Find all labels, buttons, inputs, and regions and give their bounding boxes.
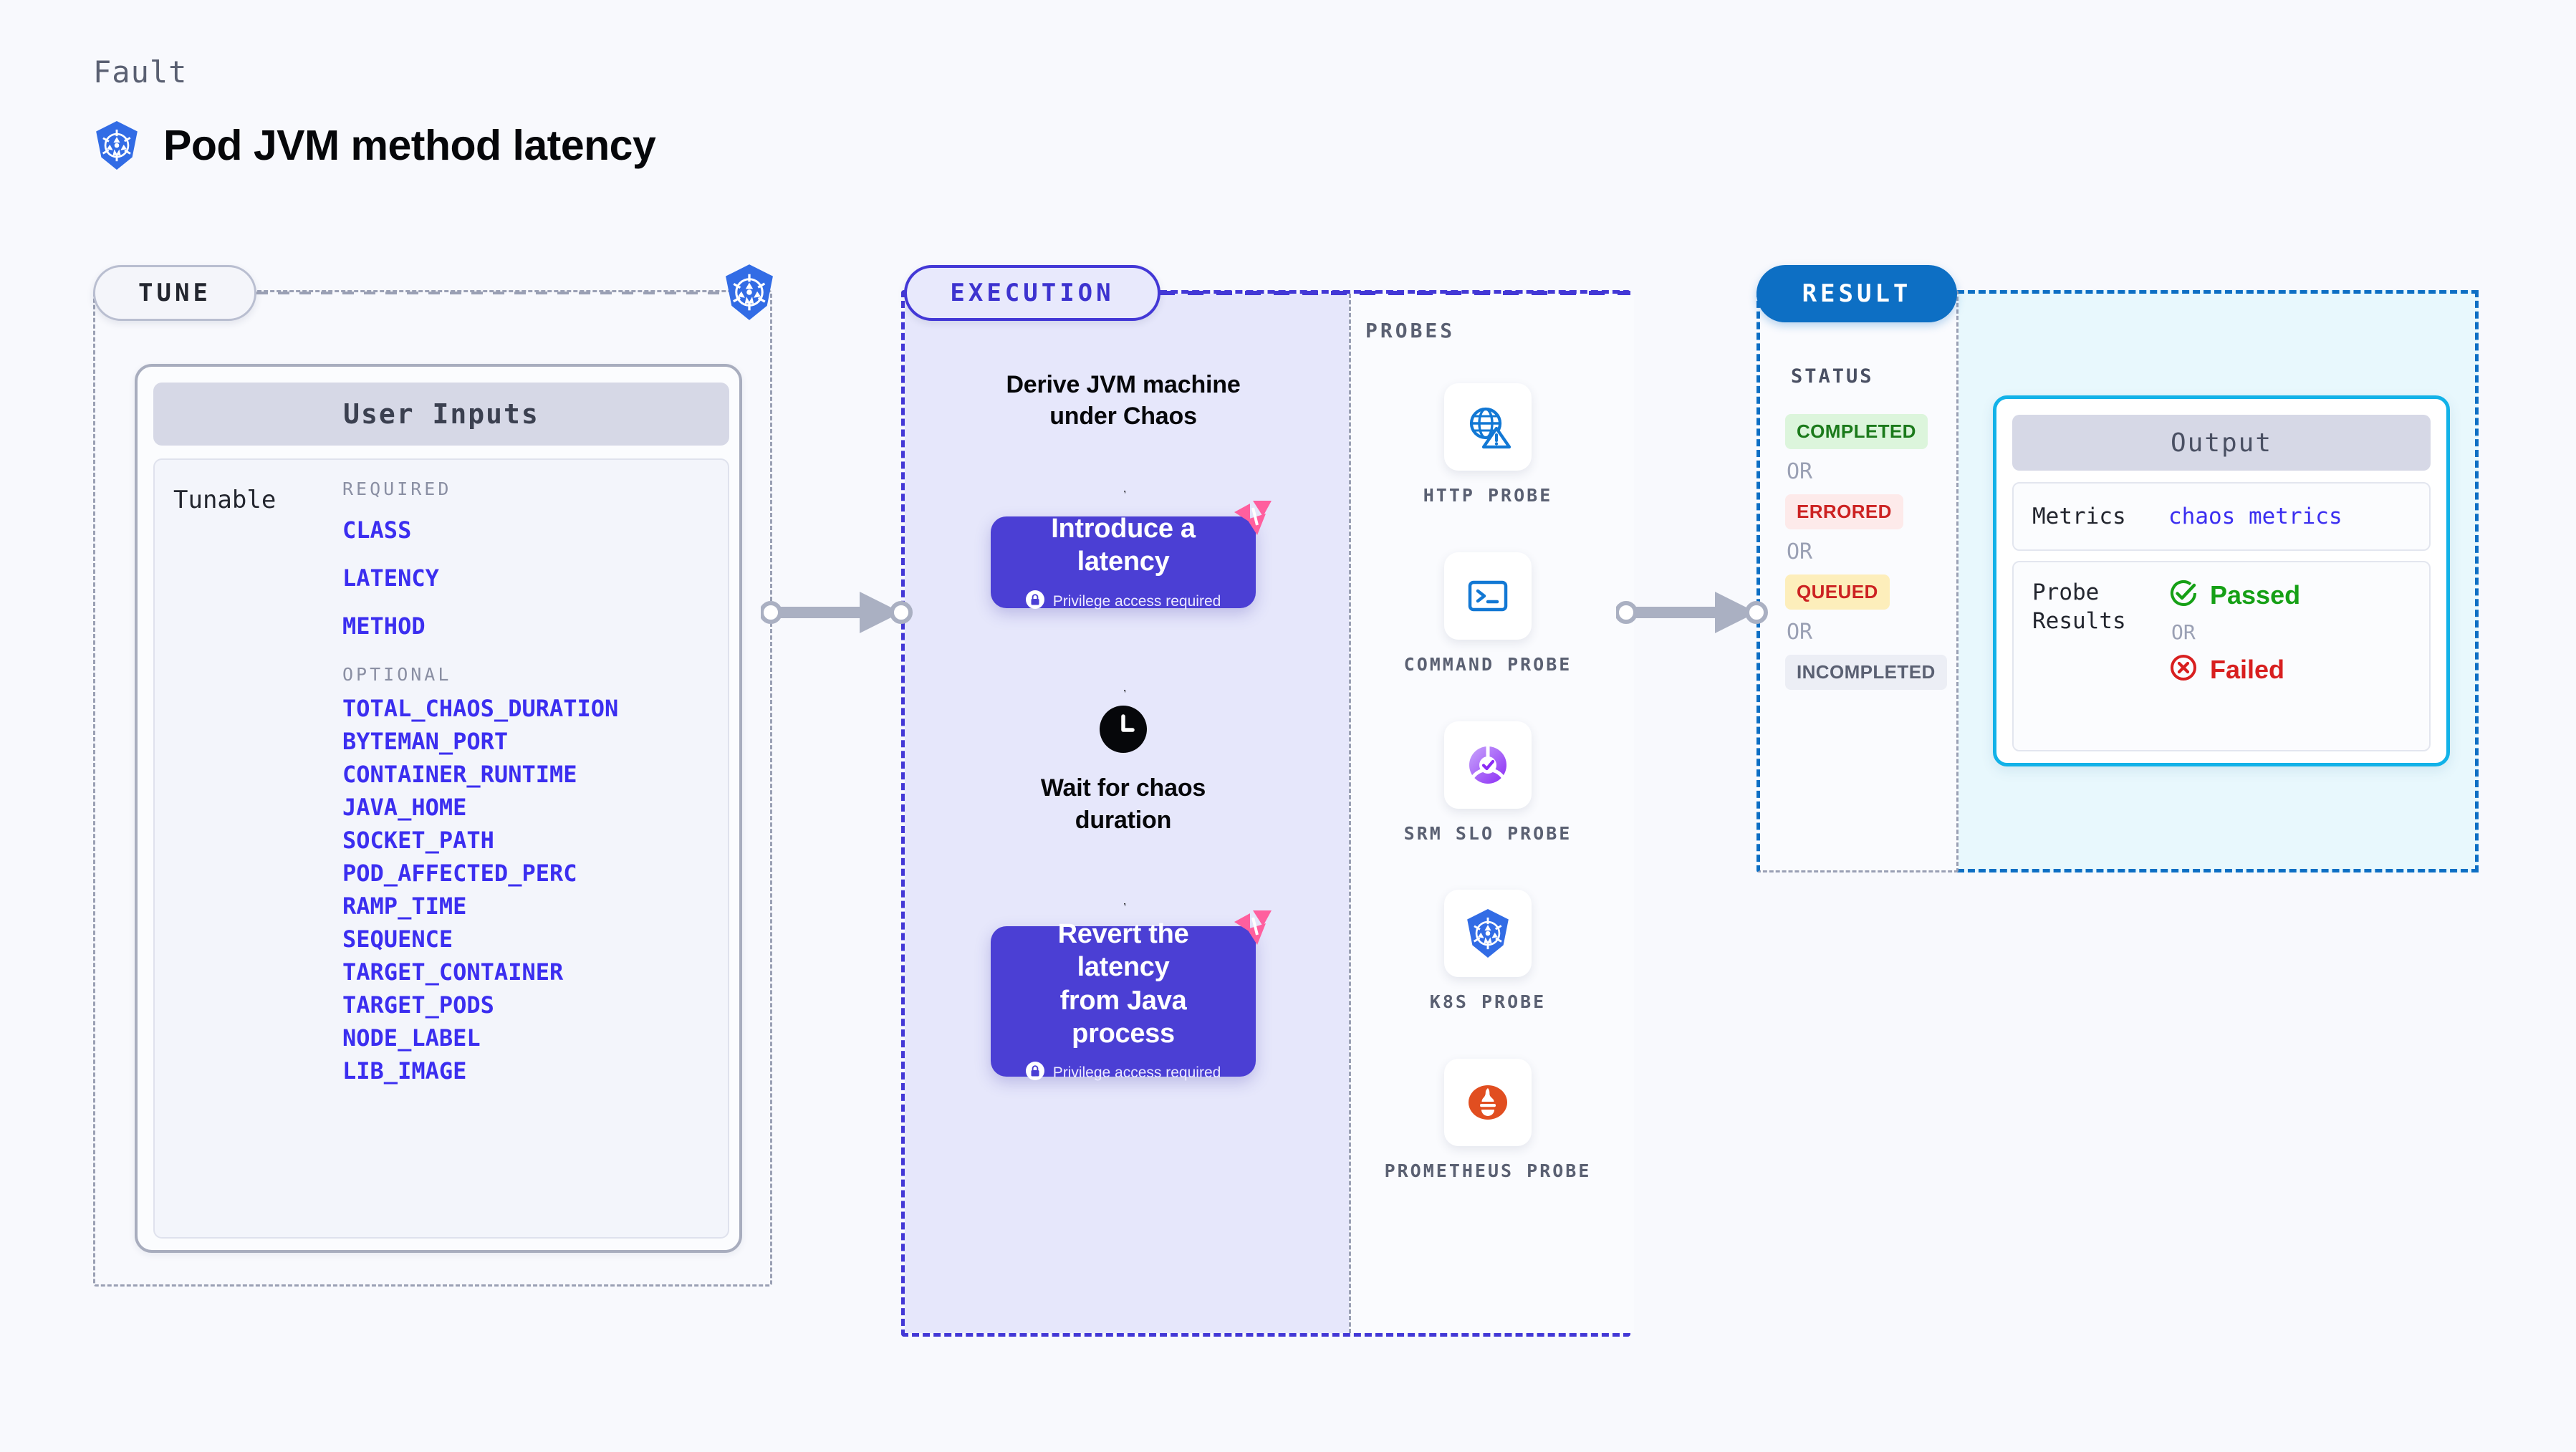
param-java-home[interactable]: JAVA_HOME [342,793,467,821]
probe-http[interactable]: HTTP PROBE [1423,383,1553,508]
probes-column: PROBES HTTP PROBE [1345,290,1630,1337]
param-ramp-time[interactable]: RAMP_TIME [342,893,467,920]
execution-flow: Derive JVM machine under Chaos Introduce… [901,290,1345,1337]
status-title: STATUS [1791,365,1874,388]
param-container-runtime[interactable]: CONTAINER_RUNTIME [342,760,577,788]
probe-result-values: Passed OR Failed [2168,578,2300,686]
revert-latency-privilege-text: Privilege access required [1052,1064,1221,1082]
clock-icon [1100,706,1147,756]
param-method[interactable]: METHOD [342,612,426,640]
globe-warning-icon [1443,383,1532,471]
user-inputs-body: Tunable REQUIRED CLASS LATENCY METHOD OP… [153,458,729,1239]
output-metrics-value[interactable]: chaos metrics [2168,504,2342,529]
result-pill[interactable]: RESULT [1756,265,1957,322]
status-badge-completed: COMPLETED [1785,414,1928,449]
tune-dashed-link [256,292,726,294]
param-pod-affected-perc[interactable]: POD_AFFECTED_PERC [342,859,577,887]
param-byteman-port[interactable]: BYTEMAN_PORT [342,727,509,755]
revert-latency-privilege: Privilege access required [1025,1062,1221,1085]
probe-k8s[interactable]: K8S PROBE [1430,890,1546,1014]
probe-result-passed: Passed [2168,578,2300,612]
tune-pill[interactable]: TUNE [93,265,256,321]
page-title: Pod JVM method latency [163,122,656,169]
x-circle-icon [2168,653,2198,686]
lock-icon [1025,1062,1044,1085]
tune-kubernetes-badge-icon [722,264,777,324]
tunable-label: Tunable [173,486,277,514]
optional-group-title: OPTIONAL [342,663,452,685]
param-total-chaos-duration[interactable]: TOTAL_CHAOS_DURATION [342,694,619,722]
arrow-wait-to-revert [1124,903,1125,907]
output-probe-key: Probe Results [2032,580,2126,635]
probes-list: HTTP PROBE COMMAND PROBE [1345,383,1630,1183]
output-metrics-key: Metrics [2032,503,2126,529]
status-list: COMPLETED OR ERRORED OR QUEUED OR INCOMP… [1785,414,1957,690]
execution-fill [905,294,1349,1333]
param-node-label[interactable]: NODE_LABEL [342,1024,481,1052]
param-target-pods[interactable]: TARGET_PODS [342,991,494,1019]
probe-prometheus-label: PROMETHEUS PROBE [1384,1160,1592,1181]
param-latency[interactable]: LATENCY [342,564,439,592]
probe-http-label: HTTP PROBE [1423,485,1553,506]
litmus-icon [1231,908,1274,953]
user-inputs-card: User Inputs Tunable REQUIRED CLASS LATEN… [135,364,742,1253]
status-or-1: OR [1787,459,1813,484]
wait-step-caption: Wait for chaos duration [1040,774,1206,834]
execution-pill[interactable]: EXECUTION [904,265,1160,321]
probe-result-or: OR [2171,620,2196,644]
prometheus-icon [1443,1059,1532,1146]
param-socket-path[interactable]: SOCKET_PATH [342,826,494,854]
derive-step-caption: Derive JVM machine under Chaos [1006,371,1241,431]
param-class[interactable]: CLASS [342,516,412,544]
user-inputs-header: User Inputs [153,383,729,446]
output-header: Output [2012,415,2431,471]
revert-latency-title: Revert the latency from Java process [1057,919,1189,1049]
probe-srm-slo-label: SRM SLO PROBE [1403,822,1572,844]
probe-failed-label: Failed [2210,654,2285,684]
probe-result-failed: Failed [2168,653,2300,686]
param-sequence[interactable]: SEQUENCE [342,925,453,953]
probe-k8s-label: K8S PROBE [1429,991,1547,1013]
probe-prometheus[interactable]: PROMETHEUS PROBE [1385,1059,1592,1183]
execution-region [901,290,1634,1337]
output-card: Output Metrics chaos metrics Probe Resul… [1993,395,2450,766]
status-badge-errored: ERRORED [1785,494,1903,529]
output-probe-results-row: Probe Results Passed OR [2012,561,2431,751]
output-metrics-row: Metrics chaos metrics [2012,482,2431,551]
litmus-icon [1231,498,1274,543]
param-lib-image[interactable]: LIB_IMAGE [342,1057,467,1085]
execution-dashed-link [1159,291,1630,295]
introduce-latency-card[interactable]: Introduce a latency Privilege access req… [991,501,1272,610]
arrow-introduce-to-wait [1124,690,1125,693]
tune-to-execution-arrow [761,592,913,633]
parameter-list: REQUIRED CLASS LATENCY METHOD OPTIONAL T… [342,476,722,1088]
lock-icon [1025,590,1044,613]
probes-title: PROBES [1365,319,1456,342]
required-group-title: REQUIRED [342,479,452,499]
tune-region [93,290,772,1287]
status-badge-queued: QUEUED [1785,574,1890,610]
status-or-2: OR [1787,539,1813,564]
revert-latency-card[interactable]: Revert the latency from Java process Pri… [991,910,1272,1081]
param-target-container[interactable]: TARGET_CONTAINER [342,958,564,986]
introduce-latency-privilege-text: Privilege access required [1052,592,1221,610]
fault-header: Pod JVM method latency [93,120,656,170]
terminal-icon [1443,552,1532,640]
kubernetes-icon [93,120,140,170]
probe-command[interactable]: COMMAND PROBE [1404,552,1572,677]
status-or-3: OR [1787,620,1813,645]
execution-to-result-arrow [1616,592,1768,633]
srm-slo-icon [1443,721,1532,809]
status-badge-incompleted: INCOMPLETED [1785,655,1947,690]
fault-kind-label: Fault [93,54,188,90]
probe-command-label: COMMAND PROBE [1403,653,1572,675]
probe-passed-label: Passed [2210,580,2301,610]
arrow-derive-to-introduce [1124,491,1125,494]
kubernetes-icon [1444,890,1532,978]
introduce-latency-privilege: Privilege access required [1025,590,1221,613]
check-circle-icon [2168,578,2198,612]
introduce-latency-title: Introduce a latency [1051,514,1196,577]
probe-srm-slo[interactable]: SRM SLO PROBE [1404,721,1572,846]
